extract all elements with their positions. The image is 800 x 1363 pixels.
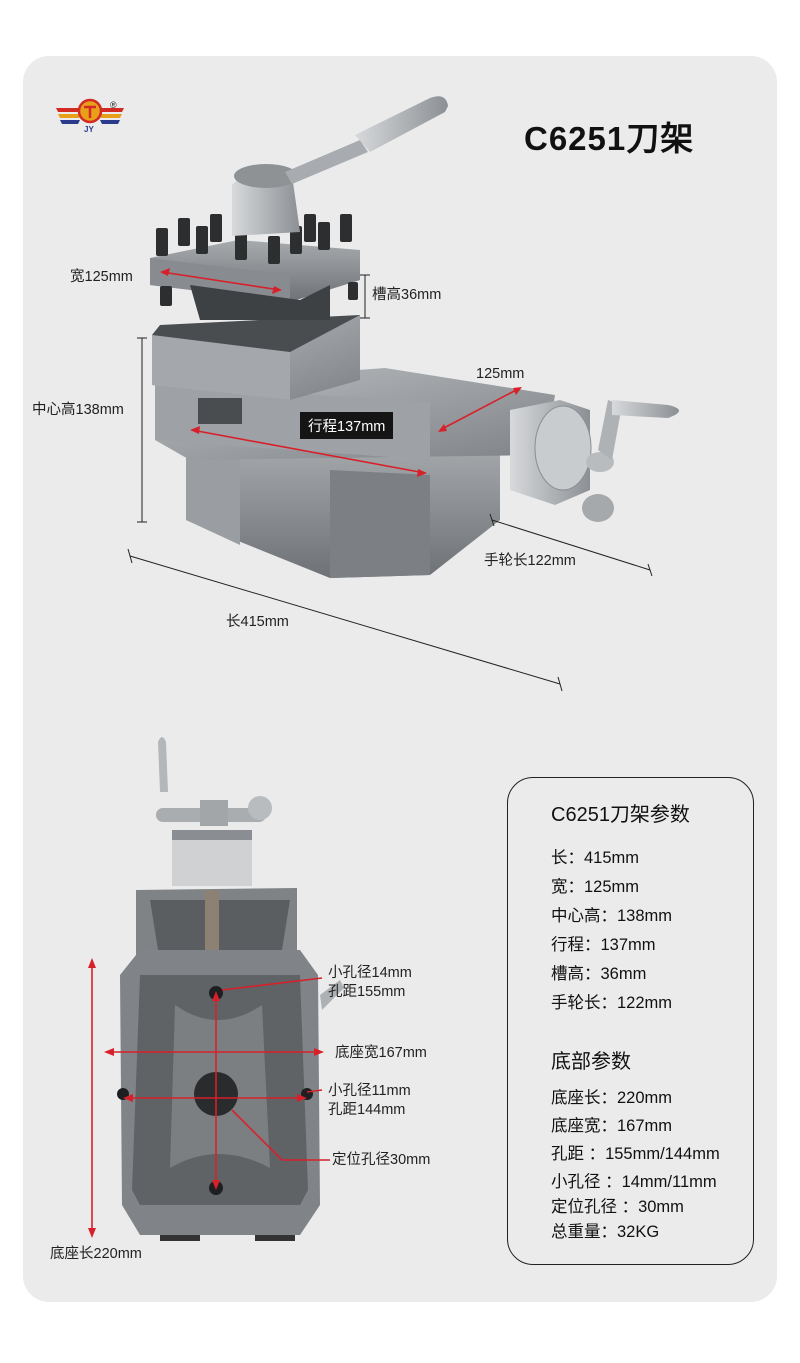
base-width-label: 底座宽167mm	[335, 1045, 427, 1061]
locating-hole-label: 定位孔径30mm	[332, 1152, 431, 1168]
params-heading: C6251刀架参数	[551, 804, 690, 826]
registered-mark: ®	[110, 100, 117, 110]
width-label: 宽125mm	[70, 269, 133, 285]
base-param-row: 底座长：220mm	[551, 1089, 673, 1107]
base-param-row: 定位孔径 ：30mm	[551, 1198, 684, 1216]
base-param-row: 孔距 ：155mm/144mm	[551, 1145, 720, 1163]
base-param-row: 底座宽：167mm	[551, 1117, 673, 1135]
param-row: 宽：125mm	[551, 878, 640, 896]
base-length-label: 底座长220mm	[50, 1246, 142, 1262]
base-params-heading: 底部参数	[551, 1051, 631, 1073]
pitch-155-label: 孔距155mm	[328, 984, 406, 1000]
small-hole-14-label: 小孔径14mm	[328, 965, 412, 981]
param-row: 槽高：36mm	[551, 965, 647, 983]
param-row: 中心高：138mm	[551, 907, 673, 925]
small-hole-11-label: 小孔径11mm	[328, 1083, 411, 1099]
base-param-row: 小孔径 ：14mm/11mm	[551, 1173, 717, 1191]
page-title: C6251刀架	[524, 120, 695, 157]
travel-label: 行程137mm	[300, 412, 394, 439]
cross-width-label: 125mm	[476, 366, 525, 382]
pitch-144-label: 孔距144mm	[328, 1102, 406, 1118]
base-param-row: 总重量：32KG	[551, 1223, 660, 1241]
brand-logo: JY	[56, 98, 124, 134]
svg-text:JY: JY	[84, 125, 94, 134]
total-length-label: 长415mm	[226, 614, 289, 630]
params-panel: C6251刀架参数 长：415mm 宽：125mm 中心高：138mm 行程：1…	[507, 777, 754, 1265]
param-row: 手轮长：122mm	[551, 994, 673, 1012]
param-row: 行程：137mm	[551, 936, 656, 954]
handwheel-length-label: 手轮长122mm	[484, 553, 576, 569]
tool-post-illustration	[127, 96, 679, 692]
slot-height-label: 槽高36mm	[372, 287, 442, 303]
center-height-label: 中心高138mm	[32, 402, 124, 418]
param-row: 长：415mm	[551, 849, 640, 867]
